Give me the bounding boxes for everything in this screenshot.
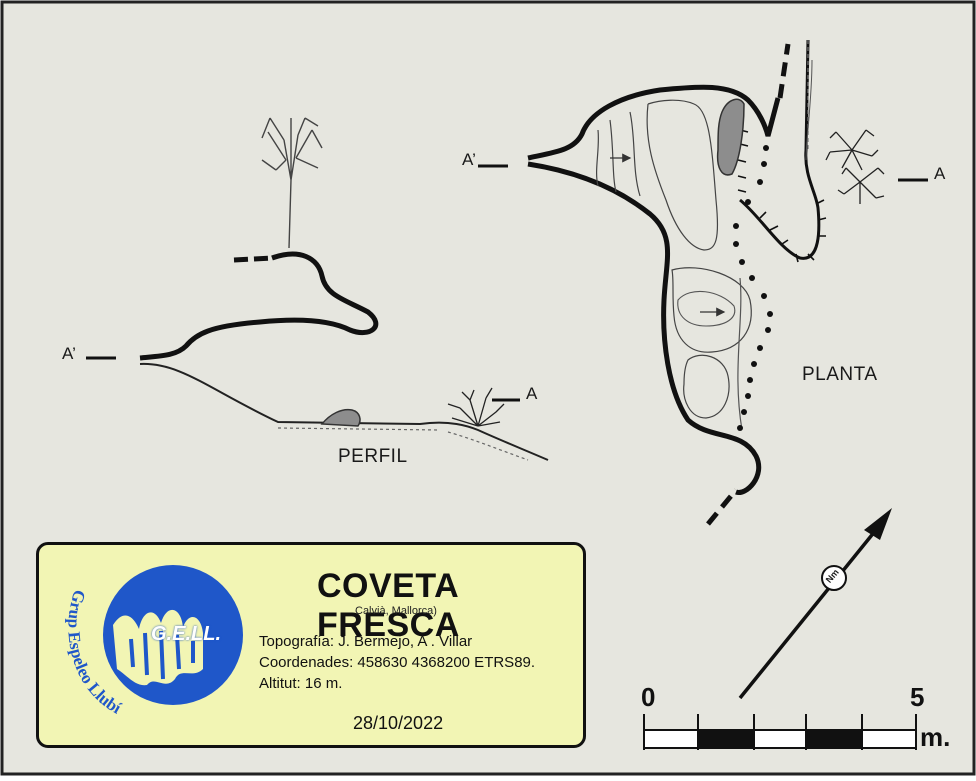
rock-block-plan (716, 98, 745, 176)
profile-section-drawing (86, 117, 549, 461)
survey-date: 28/10/2022 (353, 713, 444, 733)
legend-box: Grup Espeleo Llubí G.E.LL. COVETA FRESCA… (36, 542, 586, 748)
club-logo: Grup Espeleo Llubí (64, 565, 243, 718)
cave-name: COVETA FRESCA (317, 567, 460, 644)
scale-max-label: 5 (910, 682, 925, 712)
bush-symbol-profile (447, 387, 505, 427)
profile-floor (139, 362, 549, 461)
plan-a-label: A (934, 164, 946, 183)
scale-unit-label: m. (920, 722, 951, 752)
altitude: Altitut: 16 m. (259, 675, 343, 692)
shrub-symbols-plan (825, 129, 885, 204)
profile-a-prime-label: A’ (62, 344, 76, 363)
north-arrow (738, 508, 892, 700)
profile-upper-wall (233, 255, 273, 263)
profile-section-label: PERFIL (338, 446, 408, 467)
tree-symbol-profile (261, 117, 323, 249)
dripline-dots (733, 145, 773, 431)
scale-bar (643, 714, 917, 750)
rock-block (320, 408, 361, 427)
coordinates: Coordenades: 458630 4368200 ETRS89. (259, 654, 536, 671)
plan-section-label: PLANTA (802, 364, 878, 385)
cave-location: Calvià, Mallorca) (355, 605, 437, 617)
scale-min-label: 0 (641, 682, 656, 712)
survey-info: Topografía: J. Bermejo, A . Villar Coord… (259, 631, 535, 694)
plan-section-drawing (478, 39, 928, 526)
profile-a-label: A (526, 384, 538, 403)
plan-a-prime-label: A’ (462, 150, 476, 169)
logo-initials: G.E.LL. (151, 623, 221, 645)
plan-outer-wall (527, 84, 781, 161)
topography-credit: Topografía: J. Bermejo, A . Villar (259, 633, 473, 650)
